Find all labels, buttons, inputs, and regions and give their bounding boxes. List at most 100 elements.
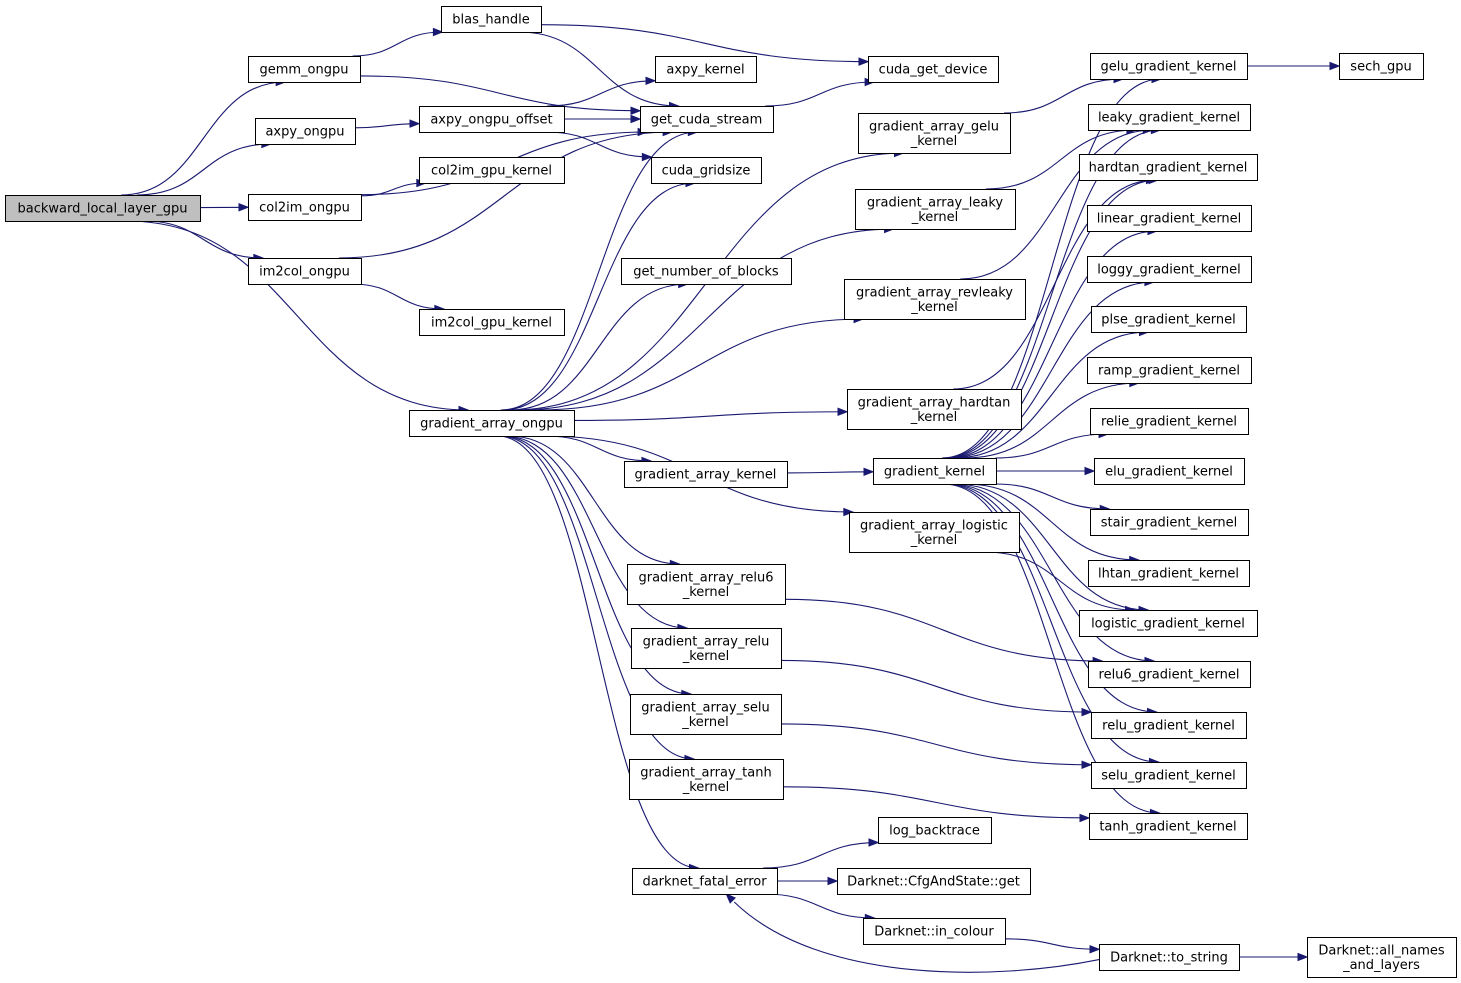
node-gradient-array-hardtan-kernel[interactable]: gradient_array_hardtan_kernel	[847, 389, 1022, 430]
node-label: gradient_array_selu	[641, 700, 769, 715]
node-label: _kernel	[910, 134, 958, 149]
node-logistic-gradient-kernel[interactable]: logistic_gradient_kernel	[1079, 610, 1258, 637]
node-gradient-array-gelu-kernel[interactable]: gradient_array_gelu_kernel	[858, 113, 1011, 154]
node-to-string[interactable]: Darknet::to_string	[1099, 944, 1240, 971]
node-selu-gradient-kernel[interactable]: selu_gradient_kernel	[1091, 762, 1247, 789]
node-label: cuda_gridsize	[662, 164, 751, 179]
node-label: gradient_kernel	[884, 465, 985, 480]
node-elu-gradient-kernel[interactable]: elu_gradient_kernel	[1094, 458, 1245, 485]
node-get-cuda-stream[interactable]: get_cuda_stream	[640, 106, 774, 133]
node-gradient-kernel[interactable]: gradient_kernel	[873, 458, 997, 485]
node-stair-gradient-kernel[interactable]: stair_gradient_kernel	[1090, 509, 1249, 536]
node-gradient-array-selu-kernel[interactable]: gradient_array_selu_kernel	[630, 694, 782, 735]
edge-axpy-ongpu-to-axpy-ongpu-offset	[354, 123, 420, 129]
edge-gradient-kernel-to-hardtan-gradient-kernel	[944, 179, 1159, 459]
node-all-names-and-layers[interactable]: Darknet::all_names_and_layers	[1307, 937, 1457, 978]
node-label: im2col_gpu_kernel	[431, 316, 552, 331]
node-box	[248, 56, 361, 83]
node-gemm-ongpu[interactable]: gemm_ongpu	[248, 56, 361, 83]
edge-gradient-kernel-to-linear-gradient-kernel	[946, 230, 1157, 459]
edge-gradient-array-relu6-kernel-to-relu6-gradient-kernel	[784, 598, 1103, 662]
node-label: gradient_array_leaky	[867, 195, 1003, 210]
node-plse-gradient-kernel[interactable]: plse_gradient_kernel	[1091, 306, 1247, 333]
node-box	[1099, 944, 1240, 971]
node-darknet-fatal-error[interactable]: darknet_fatal_error	[632, 868, 778, 895]
node-loggy-gradient-kernel[interactable]: loggy_gradient_kernel	[1087, 256, 1252, 283]
node-tanh-gradient-kernel[interactable]: tanh_gradient_kernel	[1089, 813, 1248, 840]
node-relu6-gradient-kernel[interactable]: relu6_gradient_kernel	[1088, 661, 1251, 688]
node-leaky-gradient-kernel[interactable]: leaky_gradient_kernel	[1088, 104, 1251, 131]
node-label: _kernel	[910, 300, 958, 315]
node-box	[409, 410, 575, 437]
node-label: hardtan_gradient_kernel	[1089, 161, 1248, 176]
node-relie-gradient-kernel[interactable]: relie_gradient_kernel	[1090, 408, 1249, 435]
node-label: axpy_ongpu_offset	[430, 113, 552, 128]
arrowhead-col2im-ongpu	[238, 203, 250, 212]
node-gradient-array-leaky-kernel[interactable]: gradient_array_leaky_kernel	[855, 189, 1016, 230]
node-log-backtrace[interactable]: log_backtrace	[878, 817, 992, 844]
node-hardtan-gradient-kernel[interactable]: hardtan_gradient_kernel	[1079, 154, 1258, 181]
edge-gradient-kernel-to-loggy-gradient-kernel	[949, 281, 1154, 459]
node-cfgandstate-get[interactable]: Darknet::CfgAndState::get	[837, 868, 1031, 895]
node-cuda-gridsize[interactable]: cuda_gridsize	[651, 157, 762, 184]
node-label: relie_gradient_kernel	[1101, 415, 1237, 430]
node-box	[1088, 104, 1251, 131]
node-backward-local-layer-gpu[interactable]: backward_local_layer_gpu	[5, 195, 201, 222]
edge-darknet-fatal-error-to-in-colour	[764, 893, 875, 919]
node-box	[1087, 256, 1252, 283]
node-in-colour[interactable]: Darknet::in_colour	[863, 918, 1006, 945]
node-box	[878, 817, 992, 844]
node-linear-gradient-kernel[interactable]: linear_gradient_kernel	[1087, 205, 1252, 232]
node-gradient-array-kernel[interactable]: gradient_array_kernel	[624, 461, 788, 488]
edge-gradient-kernel-to-relu6-gradient-kernel	[949, 483, 1154, 662]
node-col2im-ongpu[interactable]: col2im_ongpu	[248, 194, 362, 221]
node-label: Darknet::CfgAndState::get	[847, 875, 1020, 890]
node-im2col-gpu-kernel[interactable]: im2col_gpu_kernel	[419, 309, 565, 336]
arrowhead-cfgandstate-get	[827, 876, 839, 886]
node-ramp-gradient-kernel[interactable]: ramp_gradient_kernel	[1087, 357, 1252, 384]
node-sech-gpu[interactable]: sech_gpu	[1339, 53, 1424, 80]
node-box	[640, 106, 774, 133]
node-gradient-array-ongpu[interactable]: gradient_array_ongpu	[409, 410, 575, 437]
node-axpy-kernel[interactable]: axpy_kernel	[655, 56, 757, 83]
node-label: sech_gpu	[1350, 60, 1411, 75]
node-gradient-array-relu6-kernel[interactable]: gradient_array_relu6_kernel	[627, 564, 786, 605]
edge-to-string-to-darknet-fatal-error	[733, 901, 1100, 973]
edge-gradient-array-tanh-kernel-to-tanh-gradient-kernel	[782, 786, 1090, 819]
node-label: backward_local_layer_gpu	[17, 202, 187, 217]
arrowhead-darknet-fatal-error	[725, 893, 736, 904]
arrowhead-blas-handle	[432, 27, 444, 37]
node-box	[837, 868, 1031, 895]
node-im2col-ongpu[interactable]: im2col_ongpu	[248, 258, 362, 285]
node-gradient-array-logistic-kernel[interactable]: gradient_array_logistic_kernel	[849, 512, 1020, 553]
node-label: _kernel	[682, 649, 730, 664]
node-relu-gradient-kernel[interactable]: relu_gradient_kernel	[1091, 712, 1247, 739]
edge-gradient-array-ongpu-to-gradient-array-revleaky-kernel	[537, 318, 864, 411]
node-label: gradient_array_gelu	[869, 119, 999, 134]
node-lhtan-gradient-kernel[interactable]: lhtan_gradient_kernel	[1088, 560, 1250, 587]
node-axpy-ongpu-offset[interactable]: axpy_ongpu_offset	[419, 106, 565, 133]
node-axpy-ongpu[interactable]: axpy_ongpu	[255, 118, 356, 145]
node-blas-handle[interactable]: blas_handle	[441, 6, 542, 33]
node-label: gradient_array_relu6	[638, 570, 773, 585]
node-gradient-array-relu-kernel[interactable]: gradient_array_relu_kernel	[631, 628, 782, 669]
arrowhead-cuda-gridsize	[641, 152, 653, 162]
node-label: gemm_ongpu	[259, 63, 348, 78]
node-box	[855, 189, 1016, 230]
edge-gradient-array-kernel-to-gradient-kernel	[786, 471, 874, 474]
node-cuda-get-device[interactable]: cuda_get_device	[868, 56, 999, 83]
node-box	[632, 868, 778, 895]
edge-backward-local-layer-gpu-to-axpy-ongpu	[136, 143, 271, 196]
node-box	[858, 113, 1011, 154]
edge-gradient-kernel-to-tanh-gradient-kernel	[943, 483, 1160, 814]
node-gradient-array-tanh-kernel[interactable]: gradient_array_tanh_kernel	[629, 759, 784, 800]
node-col2im-gpu-kernel[interactable]: col2im_gpu_kernel	[419, 157, 565, 184]
node-box	[863, 918, 1006, 945]
node-get-number-of-blocks[interactable]: get_number_of_blocks	[621, 258, 792, 285]
node-label: gradient_array_ongpu	[420, 417, 563, 432]
edge-axpy-ongpu-offset-to-cuda-gridsize	[546, 131, 652, 158]
node-label: ramp_gradient_kernel	[1098, 364, 1240, 379]
node-gelu-gradient-kernel[interactable]: gelu_gradient_kernel	[1090, 53, 1248, 80]
arrowhead-to-string	[1089, 945, 1101, 954]
node-gradient-array-revleaky-kernel[interactable]: gradient_array_revleaky_kernel	[844, 279, 1026, 320]
